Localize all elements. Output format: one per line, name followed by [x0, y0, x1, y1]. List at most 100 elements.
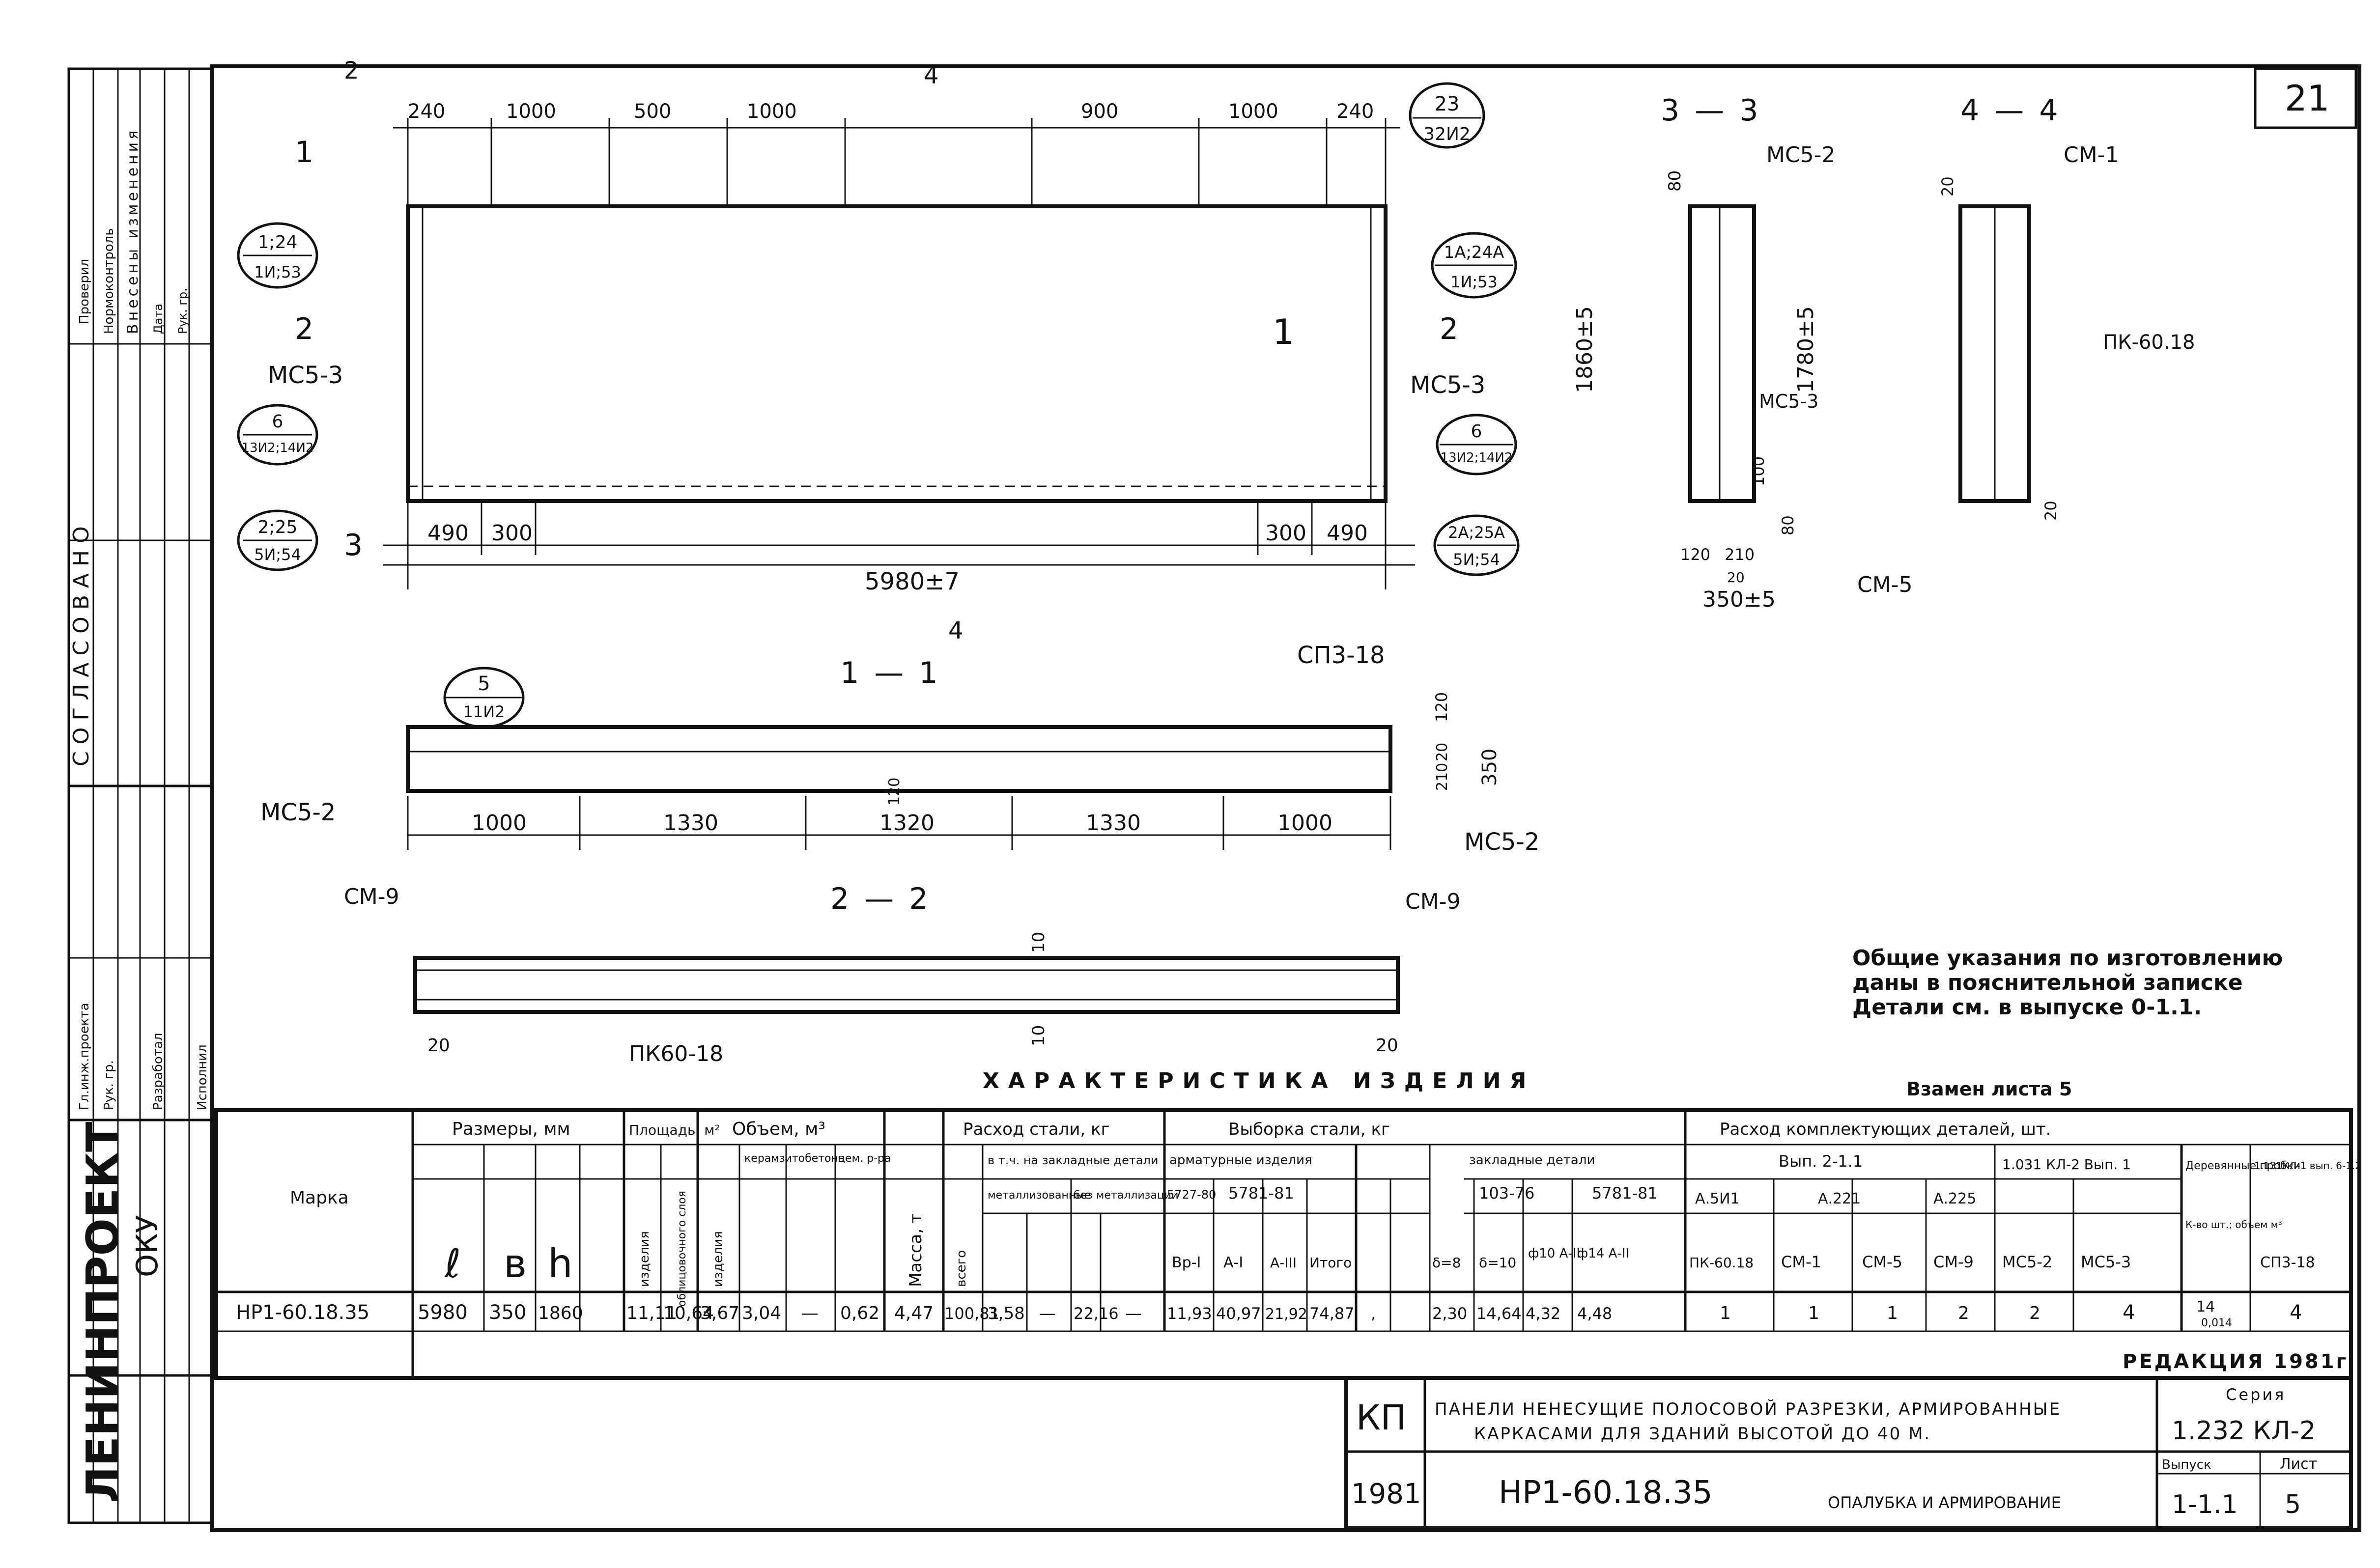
th-a5i1: А.5И1	[1695, 1190, 1740, 1207]
section-mark-1-left: 1	[295, 135, 313, 169]
td-a3: 21,92	[1265, 1306, 1307, 1323]
elev-label-mc53-left: МС5-3	[268, 362, 343, 389]
tb-title-2: КАРКАСАМИ ДЛЯ ЗДАНИЙ ВЫСОТОЙ ДО 40 М.	[1474, 1424, 1931, 1444]
th-d10: δ=10	[1479, 1255, 1516, 1271]
stamp-role-8: Рук. гр.	[176, 288, 190, 334]
section-4-label-pk6018: ПК-60.18	[2103, 331, 2195, 354]
td-mc52: 2	[2029, 1303, 2040, 1323]
section-1-dim-3: 1320	[879, 811, 935, 836]
td-cm1: 1	[1808, 1303, 1819, 1323]
section-4-label-cm5: СМ-5	[1857, 572, 1913, 597]
callout-7-top: 2А;25А	[1448, 523, 1505, 542]
general-notes: Общие указания по изготовлению даны в по…	[1852, 946, 2283, 1100]
section-1-h-3: 20	[1434, 743, 1451, 761]
section-4-dim-1: 20	[1938, 176, 1957, 196]
stamp-role-7: Дата	[151, 304, 165, 334]
td-b: 350	[489, 1301, 526, 1324]
tb-mark: НР1-60.18.35	[1499, 1475, 1713, 1511]
th-gost2: 5781-81	[1228, 1184, 1294, 1203]
th-a221: А.221	[1818, 1190, 1861, 1207]
callout-2-top: 6	[272, 412, 283, 432]
section-1-dim-4: 1330	[1086, 811, 1141, 836]
td-f14: 4,48	[1577, 1304, 1612, 1323]
section-2-label-cm9-right: СМ-9	[1405, 889, 1461, 914]
th-pk: ПК-60.18	[1689, 1255, 1754, 1271]
tb-series-value: 1.232 КЛ-2	[2172, 1416, 2316, 1446]
th-f14: ф14 А-II	[1577, 1246, 1629, 1261]
section-mark-2-left: 2	[295, 312, 313, 346]
note-line-3: Детали см. в выпуске 0-1.1.	[1852, 995, 2202, 1020]
th-cm9: СМ-9	[1933, 1253, 1974, 1271]
th-marka: Марка	[290, 1188, 349, 1208]
section-4-4-title: 4 — 4	[1960, 93, 2061, 128]
td-cm5: 1	[1887, 1303, 1898, 1323]
th-a225: А.225	[1933, 1190, 1976, 1207]
th-vol-3: цем. р-ра	[838, 1152, 891, 1165]
section-3-dim-5: 80	[1779, 515, 1797, 535]
section-1-label-mc52-left: МС5-2	[260, 799, 336, 826]
th-steel-nomet: без металлизации	[1074, 1189, 1178, 1202]
th-l: ℓ	[444, 1241, 461, 1287]
th-gost1: 5727-80	[1167, 1188, 1216, 1202]
td-vol-dash: —	[801, 1303, 819, 1323]
section-2-label-pk6018: ПК60-18	[629, 1041, 723, 1066]
th-sizes: Размеры, мм	[452, 1119, 570, 1139]
elev-dim-top-3: 500	[634, 100, 671, 123]
th-b: в	[504, 1241, 527, 1287]
td-mass: 4,47	[894, 1303, 934, 1323]
th-h: h	[548, 1241, 573, 1287]
td-mc53: 4	[2123, 1301, 2135, 1324]
title-block: КП 1981 ПАНЕЛИ НЕНЕСУЩИЕ ПОЛОСОВОЙ РАЗРЕ…	[1344, 1376, 2353, 1530]
tb-subtitle: ОПАЛУБКА И АРМИРОВАНИЕ	[1828, 1493, 2061, 1512]
callout-3-top: 2;25	[258, 517, 298, 537]
callout-3-bottom: 5И;54	[254, 545, 301, 564]
section-1-1-title: 1 — 1	[840, 656, 941, 690]
stamp-role-1: Проверил	[77, 259, 92, 324]
elevation-callouts: 1;24 1И;53 6 13И2;14И2 2;25 5И;54 23 32И…	[237, 82, 1520, 576]
section-3-3: 3 — 3 МС5-2 МС5-3 80 1860±5 1780±5 100 8…	[1572, 93, 1836, 612]
tb-title-1: ПАНЕЛИ НЕНЕСУЩИЕ ПОЛОСОВОЙ РАЗРЕЗКИ, АРМ…	[1435, 1399, 2061, 1419]
stamp-role-3: Гл.инж.проекта	[77, 1003, 92, 1110]
td-vol-3: 0,62	[840, 1303, 879, 1323]
th-zakl: закладные детали	[1469, 1153, 1595, 1168]
th-vyp2: 1.131КЛ-1 вып. 6-1.2	[2254, 1160, 2361, 1172]
stamp-org: ЛЕНИНПРОЕКТ	[77, 1122, 129, 1503]
th-wood: Деревянные пробки	[2185, 1160, 2300, 1172]
th-ser: 1.031 КЛ-2 Вып. 1	[2002, 1156, 2131, 1173]
td-h: 1860	[538, 1303, 583, 1323]
section-1-callout-top: 5	[478, 672, 490, 695]
stamp-role-6: Исполнил	[195, 1044, 210, 1110]
td-dot: ,	[1371, 1304, 1376, 1323]
panel-elevation: 240 1000 500 1000 900 1000 240 2 4 1 2 2…	[268, 57, 1485, 644]
th-area: Площадь, м²	[629, 1122, 720, 1138]
th-vyp: Вып. 2-1.1	[1779, 1152, 1863, 1171]
th-volume: Объем, м³	[732, 1119, 825, 1139]
th-f10: ф10 А-II	[1528, 1246, 1580, 1261]
th-steel-met: металлизованные	[988, 1189, 1091, 1202]
tb-kp: КП	[1356, 1398, 1406, 1438]
section-mark-2-top: 2	[344, 57, 359, 84]
section-1-callout-bottom: 11И2	[463, 702, 505, 721]
section-1-h-4: 210	[1434, 763, 1451, 791]
section-1-dim-1: 1000	[472, 811, 527, 836]
elev-dim-top-2: 1000	[506, 100, 556, 123]
section-3-dim-8: 20	[1727, 569, 1745, 586]
section-2-2: 2 — 2 СМ-9 СМ-9 ПК60-18 20 20 10 10	[344, 882, 1461, 1066]
elev-dim-bottom-1: 490	[427, 521, 469, 546]
callout-1-bottom: 1И;53	[254, 263, 301, 281]
note-line-1: Общие указания по изготовлению	[1852, 946, 2283, 971]
section-1-label-mc52-right: МС5-2	[1464, 828, 1539, 856]
th-mc53: МС5-3	[2081, 1253, 2131, 1271]
th-cm5: СМ-5	[1862, 1253, 1902, 1271]
th-itogo: Итого	[1309, 1255, 1352, 1271]
th-steel-total: всего	[954, 1250, 969, 1287]
elev-dim-top-7: 240	[1336, 100, 1374, 123]
td-wood-count: 14	[2196, 1298, 2215, 1316]
elev-dim-bottom-3: 300	[1265, 521, 1306, 546]
th-a1: А-I	[1223, 1254, 1243, 1271]
elev-dim-bottom-4: 490	[1327, 521, 1368, 546]
section-1-label-sp318: СП3-18	[1297, 642, 1385, 669]
section-mark-4-top: 4	[924, 62, 939, 89]
section-2-dim-3: 10	[1029, 932, 1048, 953]
